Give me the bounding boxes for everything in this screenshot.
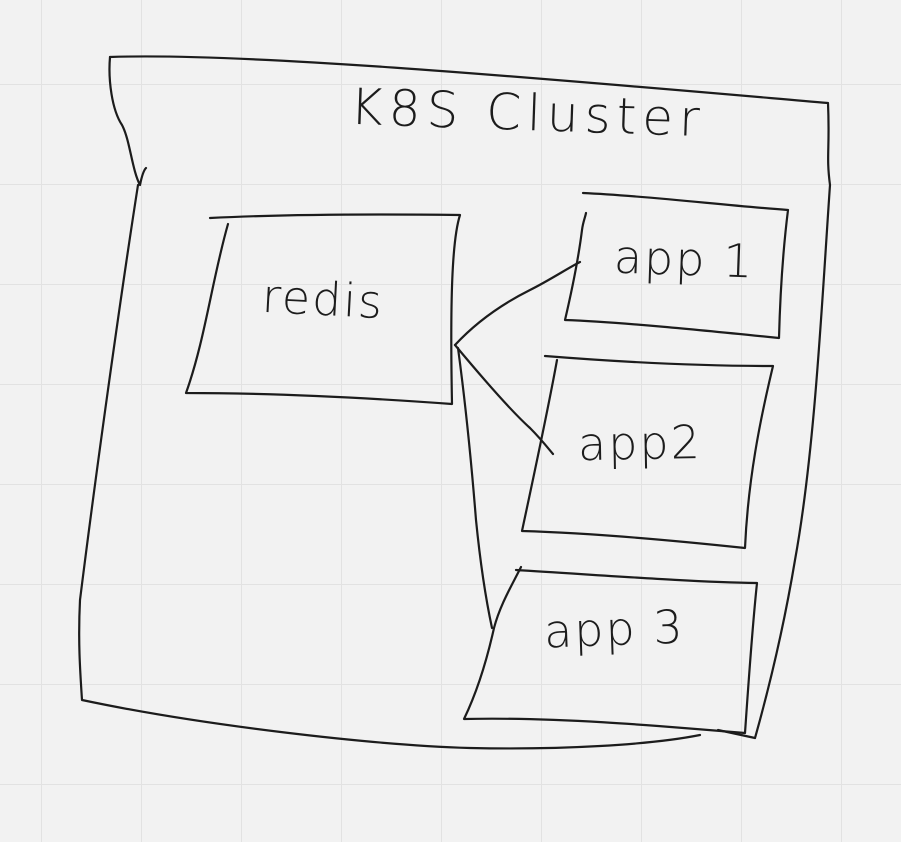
redis-node-box — [184, 213, 462, 406]
redis-node-label: redis — [260, 268, 386, 330]
edge-redis-app3 — [456, 346, 494, 630]
app2-node-box — [520, 354, 775, 550]
app3-node-label: app 3 — [543, 599, 686, 659]
app1-node-box — [563, 191, 790, 340]
edge-redis-app2 — [453, 343, 555, 456]
edge-redis-app1 — [453, 260, 582, 347]
app1-node-label: app 1 — [613, 229, 756, 289]
app3-node-box — [462, 565, 759, 735]
cluster-boundary — [78, 55, 832, 750]
app2-node-label: app2 — [577, 414, 703, 472]
cluster-title: K8S Cluster — [349, 77, 707, 149]
